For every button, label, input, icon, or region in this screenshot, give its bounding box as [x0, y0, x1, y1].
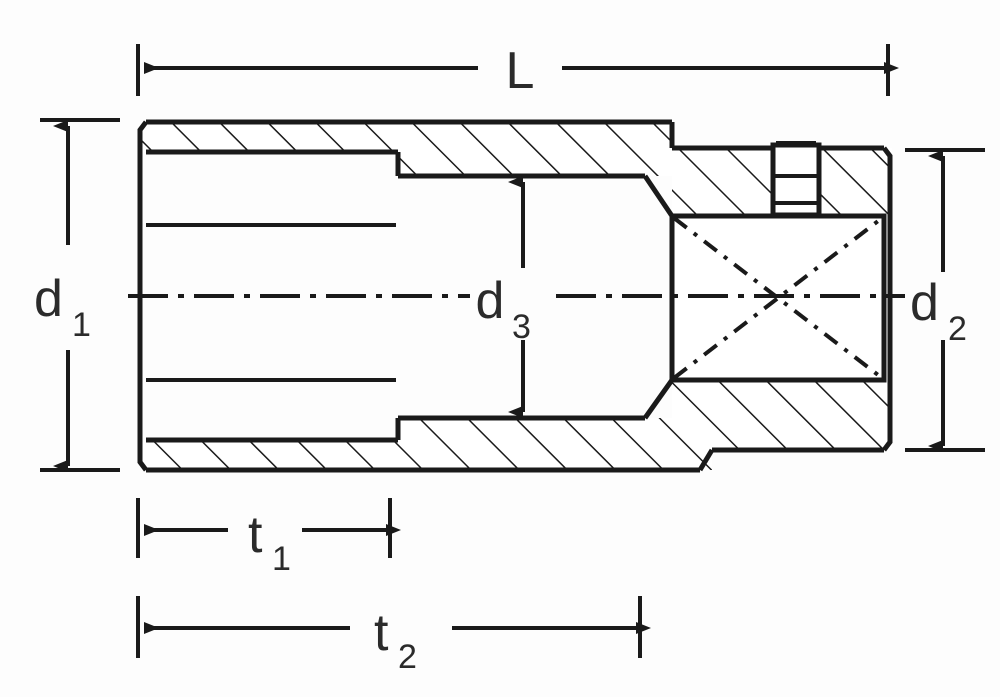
dimension-d2: d 2	[910, 150, 967, 452]
dimension-t1: t 1	[144, 506, 401, 578]
dimension-label-t1-sub: 1	[272, 540, 291, 578]
outer-contour	[137, 119, 893, 473]
dimension-label-d3: d	[476, 272, 505, 330]
inner-bore-contour	[146, 149, 675, 443]
dimension-label-d3-sub: 3	[512, 308, 531, 346]
dimension-L: L	[144, 42, 899, 100]
dimension-label-L: L	[506, 42, 535, 100]
dimension-d1: d 1	[34, 120, 91, 472]
dimension-label-t1: t	[248, 506, 263, 564]
dimension-label-t2-sub: 2	[398, 638, 417, 676]
dimension-label-d2: d	[910, 274, 939, 332]
ball-detent-pin	[770, 141, 822, 218]
dimension-t2: t 2	[144, 604, 651, 676]
dimension-label-d2-sub: 2	[948, 310, 967, 348]
dimension-label-d1-sub: 1	[72, 306, 91, 344]
dimension-label-d1: d	[34, 270, 63, 328]
dimension-label-t2: t	[374, 604, 389, 662]
dimension-d3: d 3	[476, 176, 531, 418]
hex-socket-flats	[146, 223, 396, 382]
